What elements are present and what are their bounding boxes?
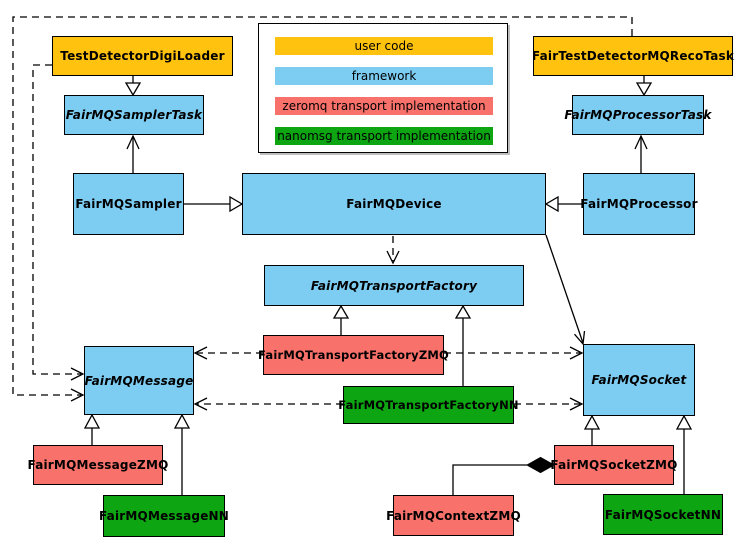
node-fairmqsocketnn: FairMQSocketNN [603, 494, 723, 535]
node-fairtestdetectormqrecotask: FairTestDetectorMQRecoTask [532, 36, 734, 76]
node-fairmqprocessor: FairMQProcessor [580, 173, 698, 235]
edge-socketnn-inherits-socket [675, 414, 693, 494]
edge-processor-inherits-device [544, 195, 583, 213]
edge-messagezmq-inherits-message [83, 413, 101, 445]
edge-sampler-uses-samplertask [126, 134, 140, 173]
edge-factoryzmq-inherits-factory [332, 304, 350, 335]
node-fairmqtransportfactory: FairMQTransportFactory [264, 265, 524, 306]
node-fairmqmessage: FairMQMessage [84, 346, 194, 415]
legend-item-user-code: user code [275, 37, 493, 55]
node-fairmqtransportfactoryzmq: FairMQTransportFactoryZMQ [258, 335, 449, 375]
edge-device-uses-socket [545, 234, 586, 346]
node-fairmqmessagezmq: FairMQMessageZMQ [28, 445, 168, 485]
node-fairmqsampler: FairMQSampler [73, 173, 184, 235]
node-testdetectordigiloader: TestDetectorDigiLoader [52, 36, 233, 76]
legend: user code framework zeromq transport imp… [258, 23, 508, 153]
edge-digiloader-depends-message [32, 64, 85, 381]
edge-socketzmq-composes-contextzmq [452, 456, 556, 495]
edge-factorynn-depends-message [193, 397, 343, 411]
node-fairmqmessagenn: FairMQMessageNN [99, 495, 229, 537]
node-fairmqsocket: FairMQSocket [583, 344, 695, 416]
edge-recotask-inherits-processortask [635, 76, 653, 97]
edge-digiloader-inherits-samplertask [124, 76, 142, 97]
edge-sampler-inherits-device [184, 195, 244, 213]
edge-factoryzmq-depends-message [193, 346, 263, 360]
edge-factorynn-depends-socket [514, 397, 584, 411]
edge-processor-uses-processortask [634, 134, 648, 173]
edge-socketzmq-inherits-socket [583, 414, 601, 445]
edge-factoryzmq-depends-socket [444, 346, 584, 360]
node-fairmqcontextzmq: FairMQContextZMQ [386, 495, 521, 536]
node-fairmqsocketzmq: FairMQSocketZMQ [550, 445, 677, 485]
node-fairmqdevice: FairMQDevice [242, 173, 546, 235]
legend-item-zeromq: zeromq transport implementation [275, 97, 493, 115]
node-fairmqsamplertask: FairMQSamplerTask [64, 95, 204, 135]
edge-messagenn-inherits-message [173, 413, 191, 495]
node-fairmqtransportfactorynn: FairMQTransportFactoryNN [338, 386, 519, 424]
legend-item-framework: framework [275, 67, 493, 85]
edge-recotask-depends-message [12, 16, 633, 402]
edge-factorynn-inherits-factory [454, 304, 472, 386]
edge-device-depends-transportfactory [386, 236, 400, 265]
legend-item-nanomsg: nanomsg transport implementation [275, 127, 493, 145]
node-fairmqprocessortask: FairMQProcessorTask [564, 95, 711, 135]
